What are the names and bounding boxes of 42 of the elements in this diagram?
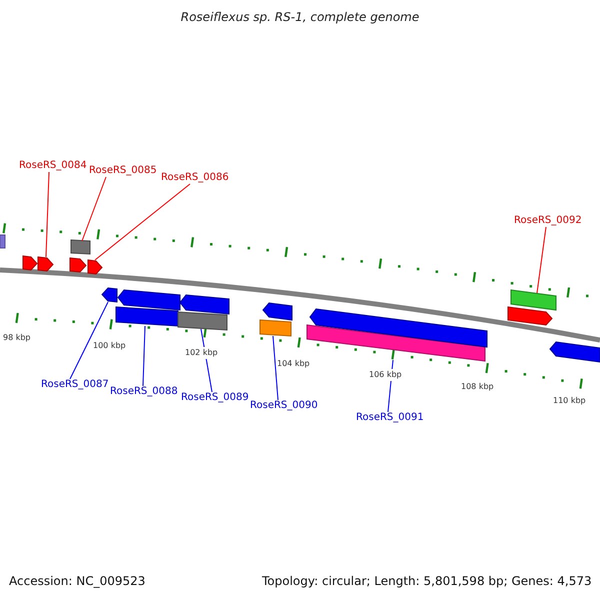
gene-block [549,341,600,363]
gene-block [101,287,118,303]
scale-label: 98 kbp [3,332,31,344]
gene-block [88,259,103,275]
gene-label: RoseRS_0092 [514,215,582,227]
gene-block [179,294,230,315]
scale-label: 108 kbp [461,381,494,393]
scale-label: 106 kbp [369,369,402,381]
gene-label: RoseRS_0086 [161,172,229,184]
gene-block [508,306,553,326]
leader-line [46,172,50,258]
gene-block [309,308,488,348]
gene-block [22,255,38,271]
gene-block [510,289,556,311]
leader-line [142,326,146,386]
leader-line [272,336,278,400]
footer-text: Topology: circular; Length: 5,801,598 bp; Genes: 4,573 [262,575,592,587]
leader-line [70,302,108,380]
scale-label: 104 kbp [277,358,310,370]
gene-label: RoseRS_0085 [89,165,157,177]
gene-label: RoseRS_0091 [356,412,424,424]
leader-line [536,226,546,294]
gene-block [0,234,6,248]
leader-line [94,184,190,260]
gene-label: RoseRS_0084 [19,160,87,172]
gene-block [260,319,292,337]
title: Roseiflexus sp. RS-1, complete genome [180,11,420,23]
gene-label: RoseRS_0090 [250,400,318,412]
gene-block [178,311,228,331]
scale-label: 100 kbp [93,340,126,352]
gene-label: RoseRS_0088 [110,386,178,398]
gene-label: RoseRS_0087 [41,379,109,391]
gene-block [38,256,54,272]
gene-block [262,302,292,321]
gene-label: RoseRS_0089 [181,392,249,404]
footer-text: Accession: NC_009523 [9,575,146,587]
gene-block [116,306,178,327]
gene-block [70,257,87,273]
scale-label: 110 kbp [553,395,586,407]
scale-label: 102 kbp [185,347,218,359]
gene-block [70,239,90,255]
leader-line [82,176,106,242]
